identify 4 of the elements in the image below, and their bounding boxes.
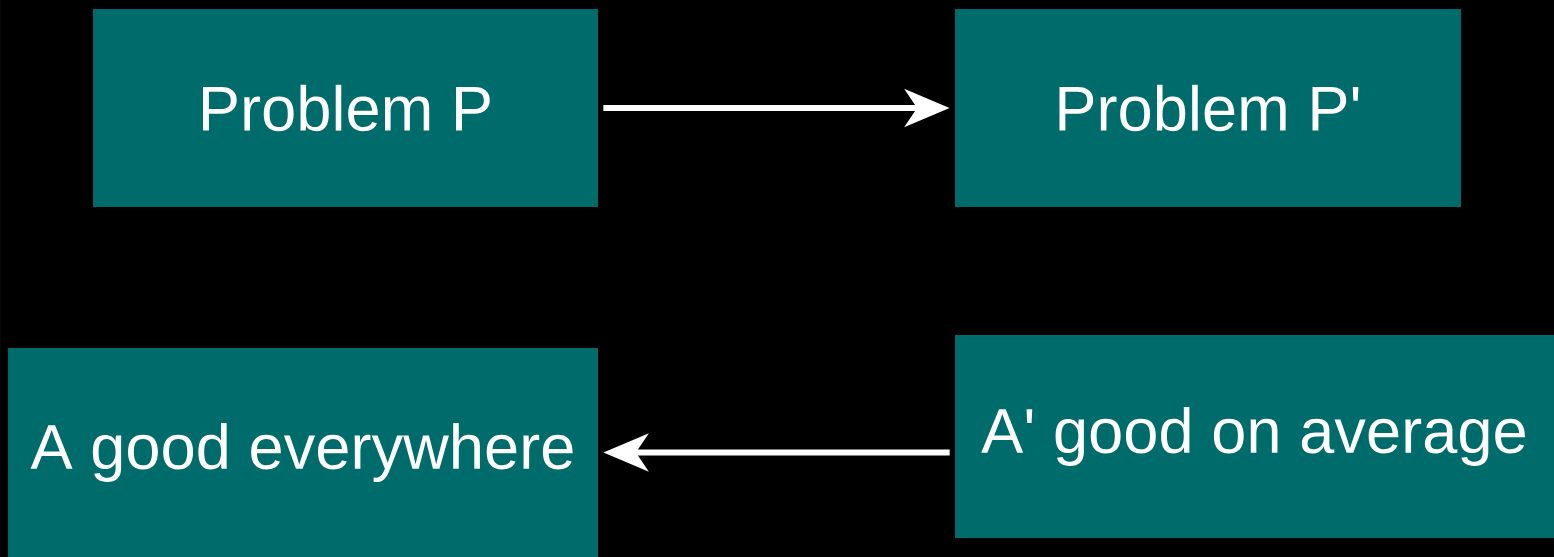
process-box: A' good on average [955,335,1554,538]
process-box: Problem P' [955,9,1461,207]
process-box: A good everywhere [8,348,598,557]
process-box: Problem P [93,9,598,207]
